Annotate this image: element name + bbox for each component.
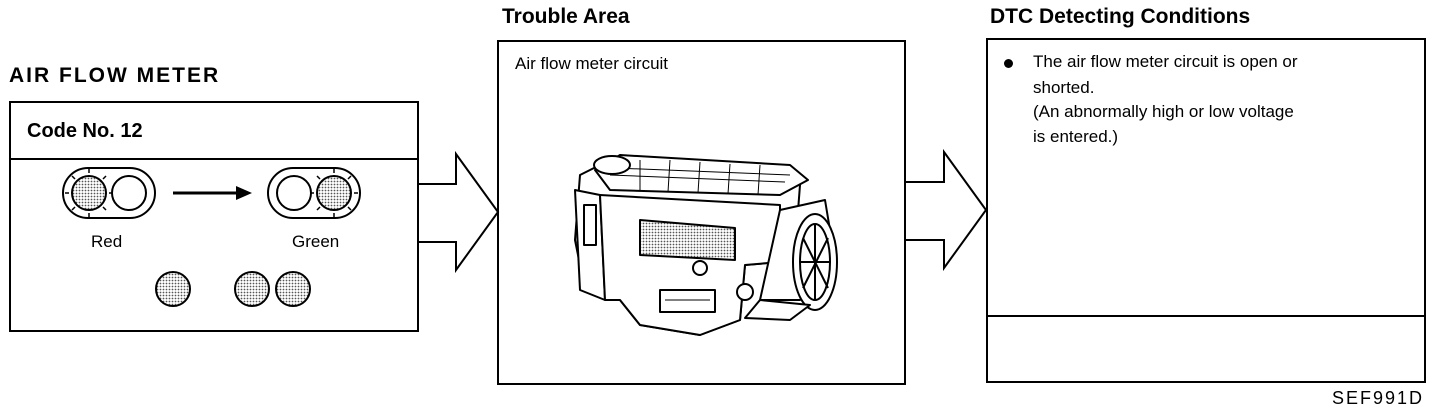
condition-line-3: (An abnormally high or low voltage	[1033, 102, 1294, 121]
condition-line-2: shorted.	[1033, 78, 1095, 97]
trouble-area-text: Air flow meter circuit	[515, 54, 669, 73]
dtc-conditions-panel: The air flow meter circuit is open or sh…	[986, 38, 1426, 383]
green-lamp-pair-icon	[267, 167, 361, 219]
conditions-divider	[988, 315, 1424, 317]
code-number-label: Code No. 12	[27, 120, 143, 142]
lamp-label-green: Green	[292, 232, 340, 251]
lamp-label-red: Red	[91, 232, 123, 251]
condition-line-1: The air flow meter circuit is open or	[1033, 52, 1298, 71]
dtc-conditions-heading: DTC Detecting Conditions	[990, 5, 1251, 28]
code-divider	[11, 158, 417, 160]
double-lamp-left-icon	[234, 271, 270, 307]
air-flow-meter-title: AIR FLOW METER	[9, 64, 221, 87]
bullet-dot-icon	[1004, 59, 1013, 68]
flow-arrow-2	[906, 148, 988, 272]
condition-line-4: is entered.)	[1033, 127, 1119, 146]
flow-arrow-1	[419, 150, 500, 274]
sequence-arrow-icon	[173, 186, 252, 200]
air-flow-meter-unit-icon	[574, 154, 838, 336]
trouble-area-heading: Trouble Area	[502, 5, 630, 28]
figure-code: SEF991D	[1332, 388, 1425, 408]
single-lamp-icon	[155, 271, 191, 307]
red-lamp-pair-icon	[62, 167, 156, 219]
double-lamp-right-icon	[275, 271, 311, 307]
